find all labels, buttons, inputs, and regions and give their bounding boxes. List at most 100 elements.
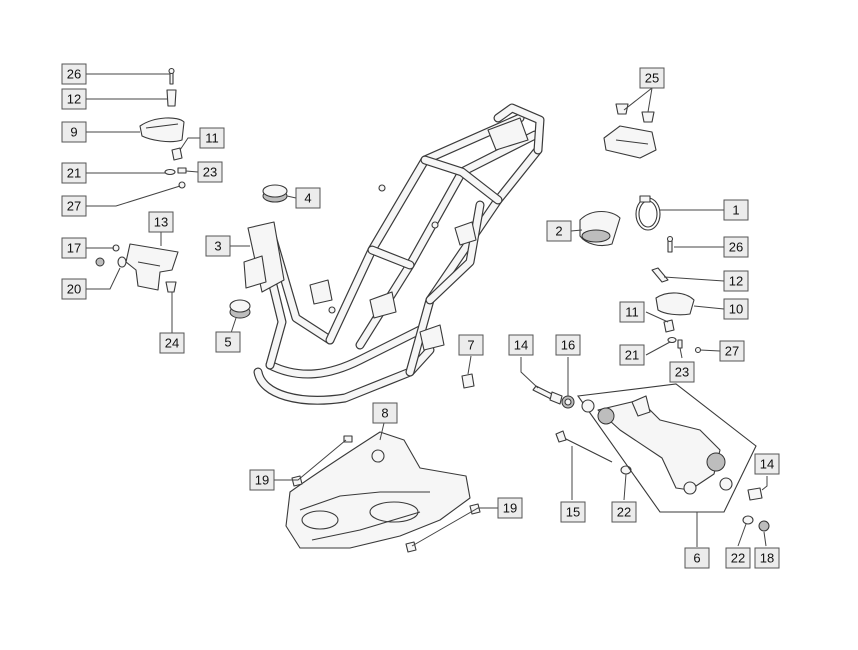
svg-text:9: 9 bbox=[70, 125, 77, 140]
leader-lines bbox=[86, 73, 768, 547]
callout-3: 3 bbox=[205, 235, 231, 257]
callout-5: 5 bbox=[215, 331, 241, 353]
callout-10: 10 bbox=[723, 298, 749, 320]
screw-23-left bbox=[177, 167, 187, 174]
svg-text:24: 24 bbox=[165, 336, 179, 351]
callout-25: 25 bbox=[639, 67, 665, 89]
svg-text:8: 8 bbox=[381, 406, 388, 421]
callout-6: 6 bbox=[684, 547, 710, 569]
svg-text:19: 19 bbox=[255, 473, 269, 488]
svg-text:12: 12 bbox=[67, 92, 81, 107]
pin-12-right bbox=[651, 267, 669, 283]
nut-18 bbox=[758, 520, 770, 532]
svg-text:2: 2 bbox=[555, 224, 562, 239]
svg-text:12: 12 bbox=[729, 274, 743, 289]
callout-9: 9 bbox=[61, 121, 87, 143]
bolt-14-upper bbox=[532, 385, 563, 405]
svg-text:22: 22 bbox=[617, 505, 631, 520]
svg-text:6: 6 bbox=[693, 551, 700, 566]
callout-22-right: 22 bbox=[725, 547, 751, 569]
callout-26-right: 26 bbox=[723, 236, 749, 258]
callout-19-right: 19 bbox=[497, 497, 523, 519]
svg-text:18: 18 bbox=[760, 551, 774, 566]
main-frame bbox=[243, 103, 545, 405]
cap-4 bbox=[262, 184, 288, 203]
washer-20 bbox=[117, 256, 127, 268]
callout-23-right: 23 bbox=[669, 361, 695, 383]
svg-text:16: 16 bbox=[561, 338, 575, 353]
svg-text:26: 26 bbox=[729, 240, 743, 255]
svg-text:20: 20 bbox=[67, 282, 81, 297]
svg-text:27: 27 bbox=[67, 199, 81, 214]
svg-text:15: 15 bbox=[566, 505, 580, 520]
svg-text:11: 11 bbox=[205, 131, 219, 146]
svg-text:26: 26 bbox=[67, 67, 81, 82]
callout-12-left: 12 bbox=[61, 88, 87, 110]
svg-text:23: 23 bbox=[203, 165, 217, 180]
svg-text:3: 3 bbox=[214, 239, 221, 254]
clamp-1 bbox=[635, 195, 661, 231]
callout-21-right: 21 bbox=[619, 344, 645, 366]
svg-text:5: 5 bbox=[224, 335, 231, 350]
callout-13: 13 bbox=[148, 211, 174, 233]
cover-9 bbox=[139, 117, 185, 143]
callout-14-lower: 14 bbox=[754, 453, 780, 475]
svg-text:21: 21 bbox=[625, 348, 639, 363]
svg-text:25: 25 bbox=[645, 71, 659, 86]
bushing-5 bbox=[229, 299, 251, 319]
callout-26-left: 26 bbox=[61, 63, 87, 85]
long-bolt-15 bbox=[555, 430, 613, 463]
callout-24: 24 bbox=[159, 332, 185, 354]
callout-1: 1 bbox=[723, 199, 749, 221]
ring-27-right bbox=[694, 346, 702, 354]
bushing-16 bbox=[561, 395, 575, 409]
nut-17 bbox=[95, 257, 105, 267]
washer-21-right bbox=[667, 336, 677, 344]
bracket-25 bbox=[603, 125, 657, 159]
washer-22-a bbox=[620, 465, 632, 475]
callout-2: 2 bbox=[546, 220, 572, 242]
clip-11-left bbox=[171, 147, 183, 161]
callout-7: 7 bbox=[458, 334, 484, 356]
callout-11-left: 11 bbox=[199, 127, 225, 149]
callout-15: 15 bbox=[560, 501, 586, 523]
svg-text:22: 22 bbox=[731, 551, 745, 566]
bolt-14-lower bbox=[747, 487, 763, 501]
svg-text:7: 7 bbox=[467, 338, 474, 353]
callout-17: 17 bbox=[61, 237, 87, 259]
callout-23-left: 23 bbox=[197, 161, 223, 183]
svg-text:10: 10 bbox=[729, 302, 743, 317]
svg-text:14: 14 bbox=[760, 457, 774, 472]
stud-7 bbox=[461, 373, 475, 389]
washer-22-b bbox=[742, 515, 754, 525]
ring-27-left bbox=[178, 181, 186, 189]
clip-11-right bbox=[663, 319, 675, 333]
cover-10 bbox=[655, 292, 695, 316]
callout-18: 18 bbox=[754, 547, 780, 569]
bracket-13 bbox=[125, 243, 179, 291]
callout-20: 20 bbox=[61, 278, 87, 300]
svg-text:17: 17 bbox=[67, 241, 81, 256]
callout-14-upper: 14 bbox=[508, 334, 534, 356]
svg-text:13: 13 bbox=[154, 215, 168, 230]
callout-16: 16 bbox=[555, 334, 581, 356]
svg-text:27: 27 bbox=[725, 344, 739, 359]
svg-text:19: 19 bbox=[503, 501, 517, 516]
bolt-26-left bbox=[168, 67, 175, 85]
svg-text:11: 11 bbox=[625, 305, 639, 320]
svg-text:21: 21 bbox=[67, 166, 81, 181]
under-cover-8 bbox=[285, 431, 471, 549]
callout-12-right: 12 bbox=[723, 270, 749, 292]
bolt-26-right bbox=[666, 235, 674, 253]
callout-22-mid: 22 bbox=[611, 501, 637, 523]
callout-27-left: 27 bbox=[61, 195, 87, 217]
duct-2 bbox=[579, 210, 621, 247]
svg-text:4: 4 bbox=[304, 191, 311, 206]
callout-4: 4 bbox=[295, 187, 321, 209]
callout-27-right: 27 bbox=[719, 340, 745, 362]
bolts-25 bbox=[615, 103, 655, 123]
svg-text:14: 14 bbox=[514, 338, 528, 353]
pin-12-left bbox=[166, 89, 177, 107]
svg-text:23: 23 bbox=[675, 365, 689, 380]
